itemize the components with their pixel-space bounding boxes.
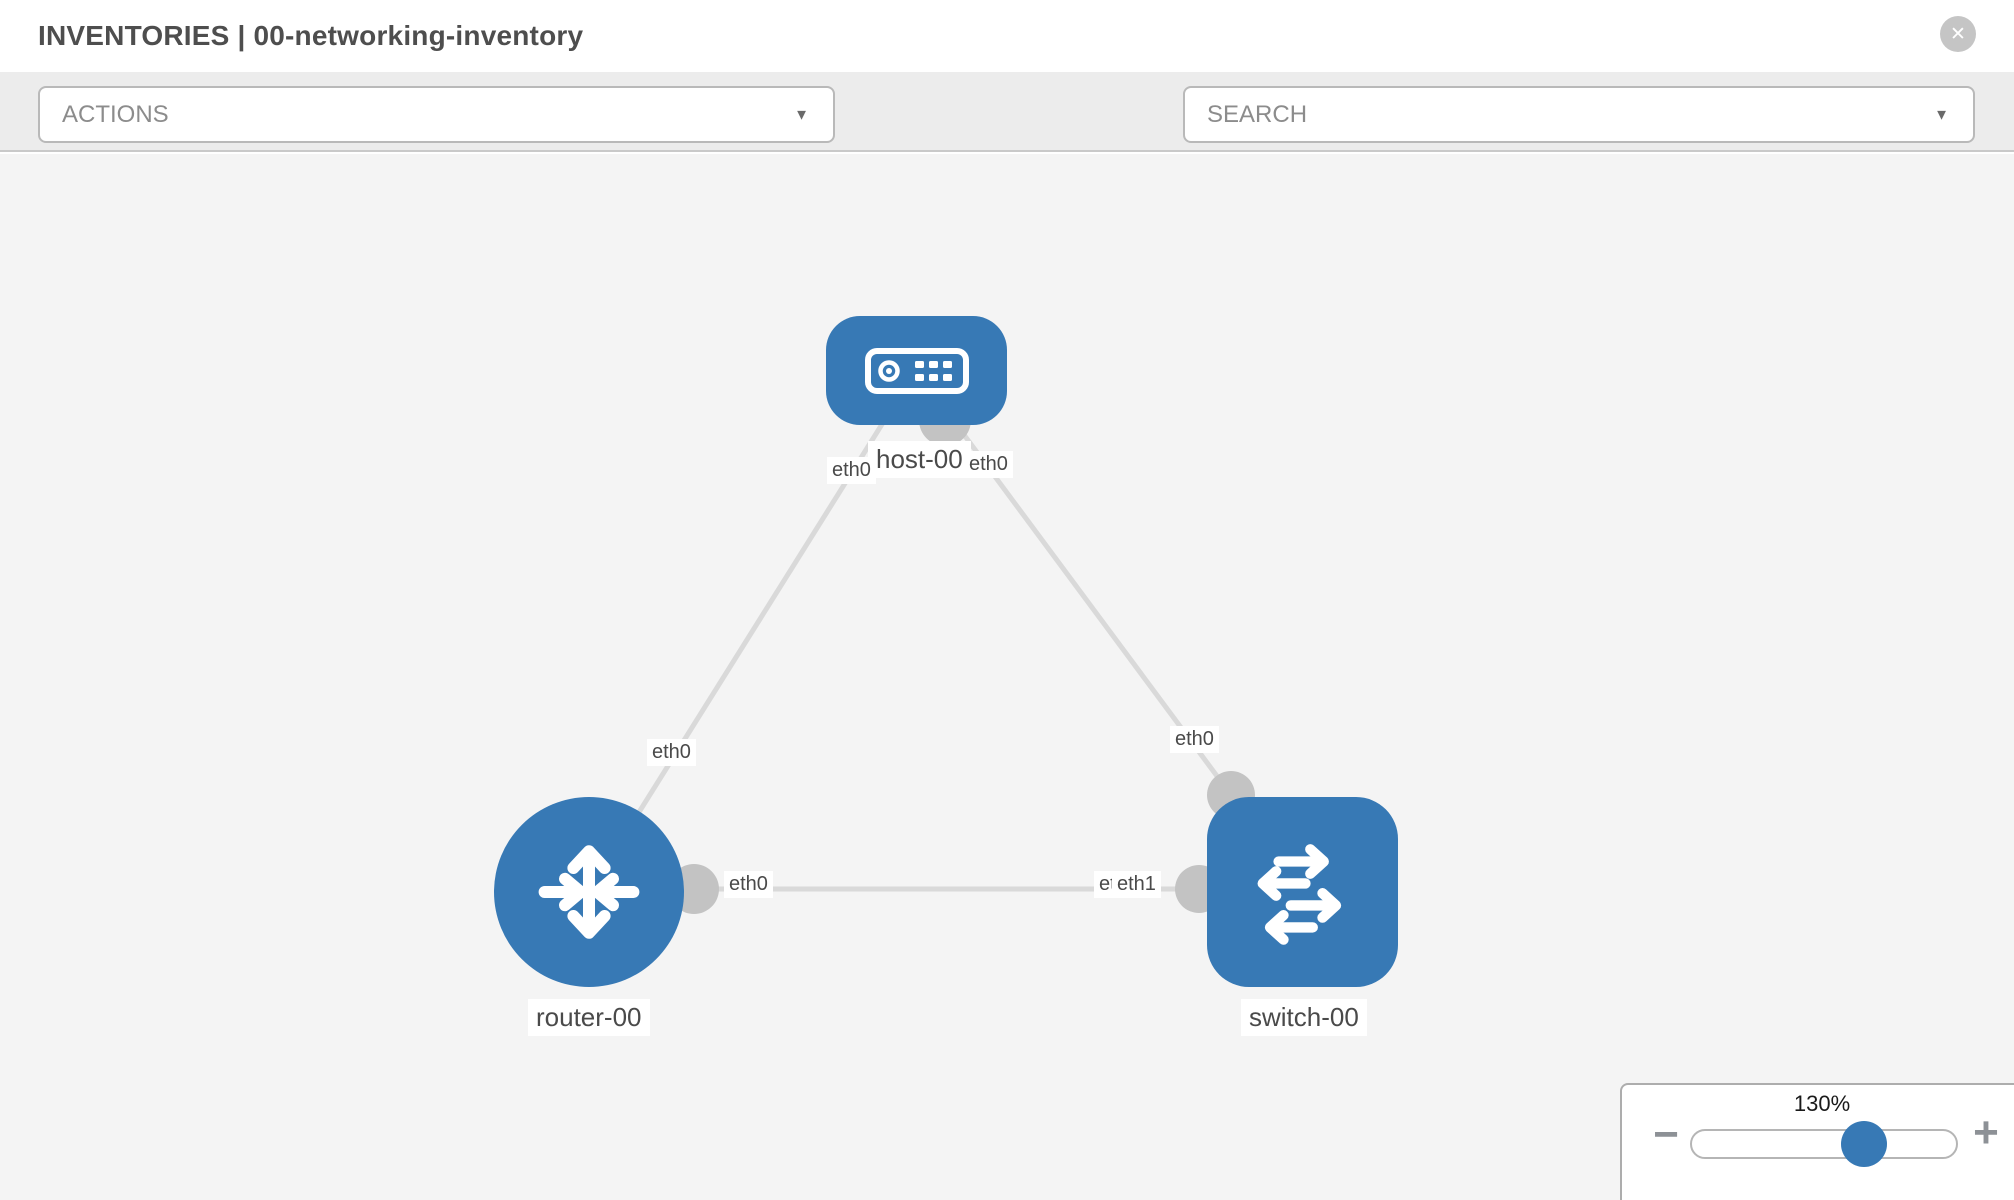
iface-label-switch-eth1: eth1 (1112, 871, 1161, 898)
chevron-down-icon: ▼ (794, 106, 809, 123)
node-host-00[interactable] (826, 316, 1007, 425)
close-icon: ✕ (1950, 23, 1966, 45)
search-dropdown[interactable]: SEARCH ▼ (1183, 86, 1975, 143)
chevron-down-icon: ▼ (1934, 106, 1949, 123)
zoom-level-value: 130% (1793, 1091, 1851, 1116)
router-icon (538, 845, 640, 939)
node-label-host: host-00 (868, 441, 971, 478)
zoom-slider-knob[interactable] (1841, 1121, 1888, 1167)
search-dropdown-label: SEARCH (1207, 100, 1308, 128)
iface-label-host-eth0-right: eth0 (964, 451, 1013, 478)
actions-dropdown[interactable]: ACTIONS ▼ (38, 86, 835, 143)
zoom-panel: 130% − + (1620, 1083, 2014, 1200)
node-label-router: router-00 (528, 999, 650, 1036)
iface-label-router-link-eth0: eth0 (647, 739, 696, 766)
link-host-switch[interactable] (913, 368, 1234, 797)
switch-icon (1257, 844, 1341, 945)
page-title: INVENTORIES | 00-networking-inventory (38, 20, 584, 51)
header-bar: INVENTORIES | 00-networking-inventory ✕ (0, 0, 2014, 72)
node-label-switch: switch-00 (1241, 999, 1367, 1036)
iface-label-host-eth0-left: eth0 (827, 457, 876, 484)
plus-icon: + (1973, 1108, 1999, 1157)
zoom-out-button[interactable]: − (1644, 1113, 1688, 1157)
zoom-slider-track[interactable] (1690, 1129, 1958, 1159)
iface-label-router-eth0: eth0 (724, 871, 773, 898)
topology-canvas[interactable]: host-00 router-00 switch-00 eth0 eth0 et… (0, 154, 2014, 1200)
host-icon (864, 347, 969, 394)
node-router-00[interactable] (494, 797, 684, 987)
close-button[interactable]: ✕ (1940, 16, 1976, 52)
node-switch-00[interactable] (1207, 797, 1398, 987)
toolbar: ACTIONS ▼ SEARCH ▼ (0, 72, 2014, 204)
zoom-in-button[interactable]: + (1964, 1111, 2008, 1155)
minus-icon: − (1653, 1110, 1679, 1159)
iface-label-switch-eth0: eth0 (1170, 726, 1219, 753)
topology-links-layer (586, 368, 1303, 914)
actions-dropdown-label: ACTIONS (62, 100, 169, 128)
